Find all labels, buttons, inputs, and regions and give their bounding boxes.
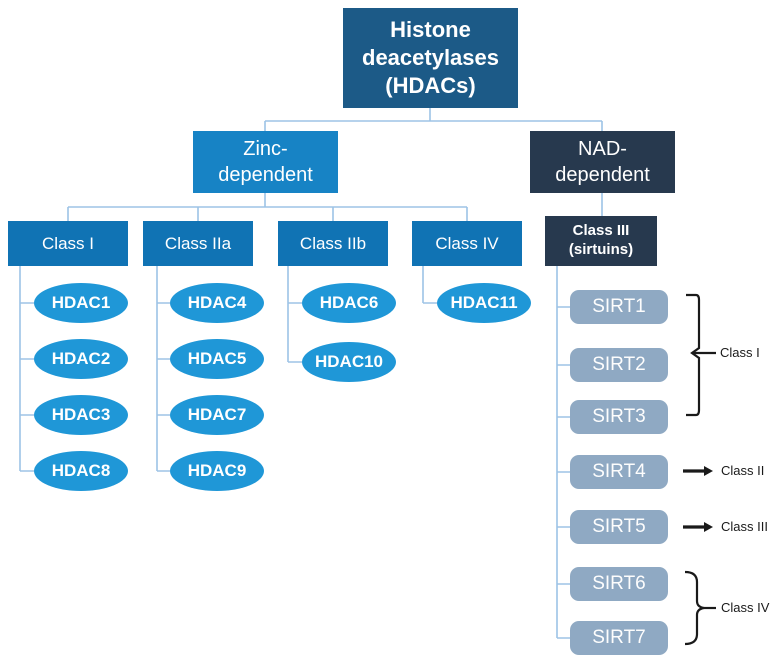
node-sirt1: SIRT1 <box>570 290 668 324</box>
root-to-branches-connector <box>264 108 603 131</box>
node-class-iv: Class IV <box>412 221 522 266</box>
annotation-label-class-ii: Class II <box>721 463 765 478</box>
node-sirt2: SIRT2 <box>570 348 668 382</box>
node-class-iii-sirtuins: Class III (sirtuins) <box>545 216 657 266</box>
node-hdac4: HDAC4 <box>170 283 264 323</box>
node-hdac6: HDAC6 <box>302 283 396 323</box>
class1-members-connector <box>19 266 34 472</box>
class2a-members-connector <box>156 266 170 472</box>
node-sirt4: SIRT4 <box>570 455 668 489</box>
node-class-iib: Class IIb <box>278 221 388 266</box>
arrow-class-iii-head-icon <box>704 522 713 532</box>
zinc-to-classes-connector <box>67 193 468 221</box>
node-sirt7: SIRT7 <box>570 621 668 655</box>
node-hdac10: HDAC10 <box>302 342 396 382</box>
node-class-i: Class I <box>8 221 128 266</box>
node-nad-dependent: NAD-dependent <box>530 131 675 193</box>
node-sirt5: SIRT5 <box>570 510 668 544</box>
node-class-iia: Class IIa <box>143 221 253 266</box>
brace-class-iv-icon <box>684 570 705 646</box>
class2b-members-connector <box>287 266 302 363</box>
node-hdac2: HDAC2 <box>34 339 128 379</box>
node-zinc-dependent: Zinc-dependent <box>193 131 338 193</box>
node-hdac11: HDAC11 <box>437 283 531 323</box>
node-hdac5: HDAC5 <box>170 339 264 379</box>
node-hdac3: HDAC3 <box>34 395 128 435</box>
node-hdac8: HDAC8 <box>34 451 128 491</box>
annotation-label-class-iii: Class III <box>721 519 768 534</box>
annotation-label-class-i: Class I <box>720 345 760 360</box>
node-root: Histone deacetylases (HDACs) <box>343 8 518 108</box>
node-sirt3: SIRT3 <box>570 400 668 434</box>
sirtuin-members-connector <box>556 266 570 639</box>
node-hdac9: HDAC9 <box>170 451 264 491</box>
arrow-class-ii-head-icon <box>704 466 713 476</box>
node-hdac1: HDAC1 <box>34 283 128 323</box>
brace-class-i-icon <box>686 293 701 417</box>
class4-members-connector <box>422 266 437 304</box>
node-hdac7: HDAC7 <box>170 395 264 435</box>
annotation-label-class-iv: Class IV <box>721 600 770 615</box>
node-sirt6: SIRT6 <box>570 567 668 601</box>
